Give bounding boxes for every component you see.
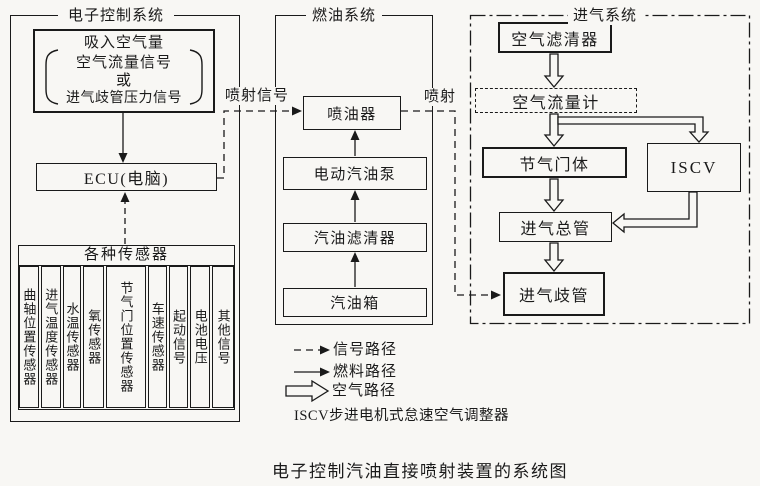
intake-section-title: 进气系统 <box>568 7 642 25</box>
sensors-box: 各种传感器 曲轴位置传感器 进气温度传感器 水温传感器 氧传感器 节气门位置传感… <box>18 245 235 410</box>
ecu-to-injector-signal-line <box>217 110 293 179</box>
air-arrow-branch-to-iscv <box>557 116 710 143</box>
sensor-throttle-position: 节气门位置传感器 <box>106 266 146 408</box>
arrowhead-sensors-to-ecu <box>120 192 130 202</box>
ecu-section-title: 电子控制系统 <box>58 7 174 25</box>
sensor-crankshaft-position: 曲轴位置传感器 <box>19 266 39 408</box>
or-label: 或 <box>115 73 132 89</box>
air-arrow-throttle-to-plenum <box>543 178 565 213</box>
sensor-intake-air-temp: 进气温度传感器 <box>40 266 61 408</box>
sensor-water-temp: 水温传感器 <box>62 266 82 408</box>
air-arrow-filter-to-flowmeter <box>543 53 565 89</box>
legend-signal-arrowhead <box>320 345 330 355</box>
legend-fuel-arrowhead <box>320 367 330 377</box>
legend-signal-path-label: 信号路径 <box>333 342 398 358</box>
sensor-columns: 曲轴位置传感器 进气温度传感器 水温传感器 氧传感器 节气门位置传感器 车速传感… <box>19 266 234 408</box>
intake-air-volume-label: 吸入空气量 <box>83 35 164 51</box>
air-flow-meter-box: 空气流量计 <box>475 88 637 113</box>
air-filter-box: 空气滤清器 <box>498 22 612 53</box>
left-bracket <box>45 49 59 105</box>
signal-other: 其他信号 <box>212 266 234 408</box>
right-bracket <box>189 49 203 105</box>
iscv-box: ISCV <box>647 143 741 192</box>
fuel-section-title: 燃油系统 <box>306 7 382 25</box>
injection-signal-label: 喷射信号 <box>220 87 294 105</box>
fuel-pump-box: 电动汽油泵 <box>283 157 427 190</box>
sensor-oxygen: 氧传感器 <box>83 266 105 408</box>
arrowhead-tank-to-filter <box>350 252 360 262</box>
intake-plenum-box: 进气总管 <box>499 212 612 242</box>
arrowhead-into-manifold <box>491 290 501 300</box>
air-intake-signal-box: 吸入空气量 空气流量信号 或 进气歧管压力信号 <box>33 29 215 113</box>
arrowhead-into-ecu <box>118 153 128 163</box>
legend-air-path-label: 空气路径 <box>332 383 397 399</box>
iscv-note: ISCV步进电机式怠速空气调整器 <box>294 408 510 424</box>
arrowhead-filter-to-pump <box>350 190 360 200</box>
signal-start: 起动信号 <box>168 266 189 408</box>
arrowhead-into-injector <box>292 106 302 116</box>
signal-battery-voltage: 电池电压 <box>190 266 211 408</box>
legend-air-arrow <box>285 379 330 403</box>
figure-caption: 电子控制汽油直接喷射装置的系统图 <box>272 462 568 481</box>
injection-label: 喷射 <box>420 88 460 106</box>
intake-manifold-box: 进气歧管 <box>503 272 605 316</box>
fuel-tank-box: 汽油箱 <box>283 288 427 317</box>
sensor-vehicle-speed: 车速传感器 <box>147 266 167 408</box>
legend-fuel-path-label: 燃料路径 <box>333 364 398 380</box>
air-arrow-iscv-to-plenum <box>611 191 698 234</box>
airflow-signal-label: 空气流量信号 <box>75 55 172 71</box>
fuel-filter-box: 汽油滤清器 <box>283 223 427 252</box>
air-arrow-plenum-to-manifold <box>543 242 565 273</box>
throttle-body-box: 节气门体 <box>482 147 627 178</box>
injector-to-manifold-signal-line <box>401 110 492 296</box>
manifold-pressure-signal-label: 进气歧管压力信号 <box>66 91 182 106</box>
injector-box: 喷油器 <box>303 96 401 130</box>
ecu-box: ECU(电脑) <box>36 163 217 191</box>
sensors-header: 各种传感器 <box>19 246 234 266</box>
arrowhead-pump-to-injector <box>350 130 360 140</box>
